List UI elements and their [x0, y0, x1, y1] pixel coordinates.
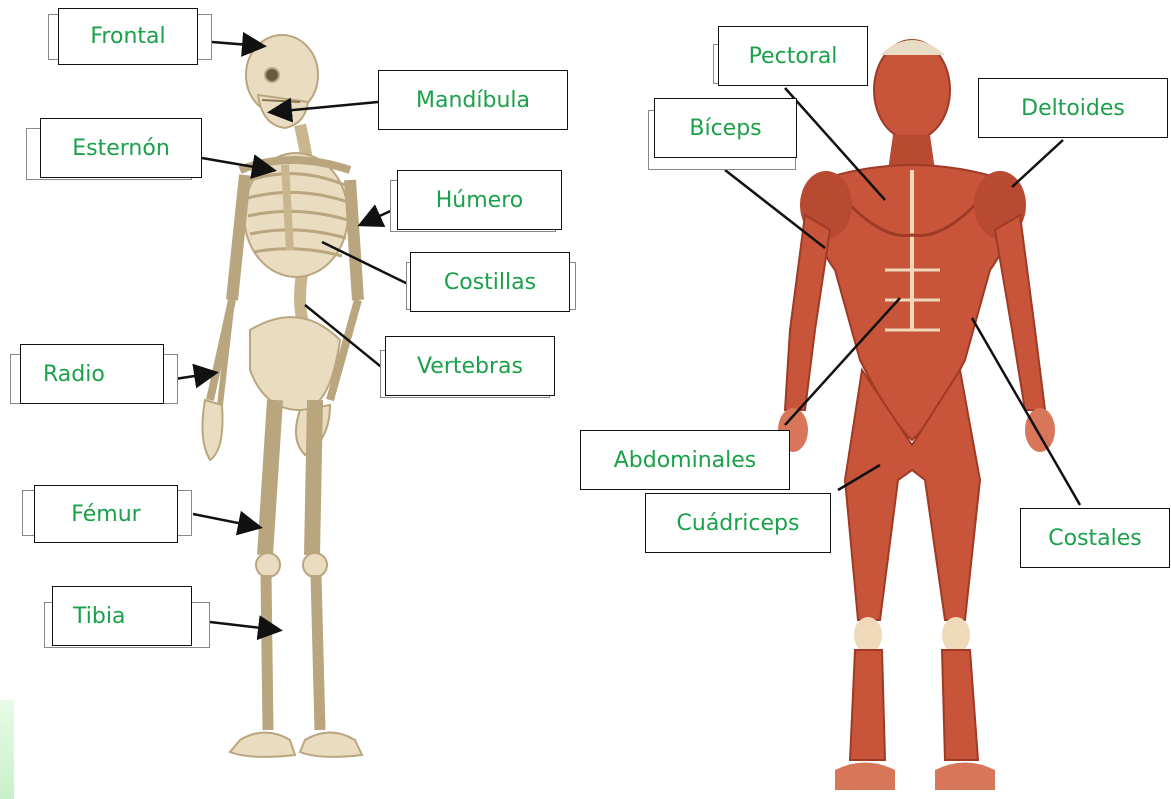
costillas-label: Costillas [410, 252, 570, 312]
biceps-label: Bíceps [654, 98, 797, 158]
radio-label: Radio [20, 344, 164, 404]
abdominales-label: Abdominales [580, 430, 790, 490]
arrow-femur [193, 514, 258, 527]
humero-label: Húmero [397, 170, 562, 230]
femur-label: Fémur [34, 485, 178, 543]
green-edge-artifact [0, 700, 14, 799]
line-costillas [322, 242, 410, 285]
vertebras-label: Vertebras [385, 336, 555, 396]
arrow-radio [175, 373, 214, 379]
tibia-label: Tibia [52, 586, 192, 646]
arrow-frontal [212, 42, 262, 46]
line-deltoides [1012, 140, 1063, 187]
costales-label: Costales [1020, 508, 1170, 568]
esternon-label: Esternón [40, 118, 202, 178]
mandibula-label: Mandíbula [378, 70, 568, 130]
deltoides-label: Deltoides [978, 78, 1168, 138]
frontal-label: Frontal [58, 8, 198, 65]
muscle-figure [778, 40, 1055, 790]
skeleton-figure [202, 35, 362, 757]
pectoral-label: Pectoral [718, 26, 868, 86]
cuadriceps-label: Cuádriceps [645, 493, 831, 553]
